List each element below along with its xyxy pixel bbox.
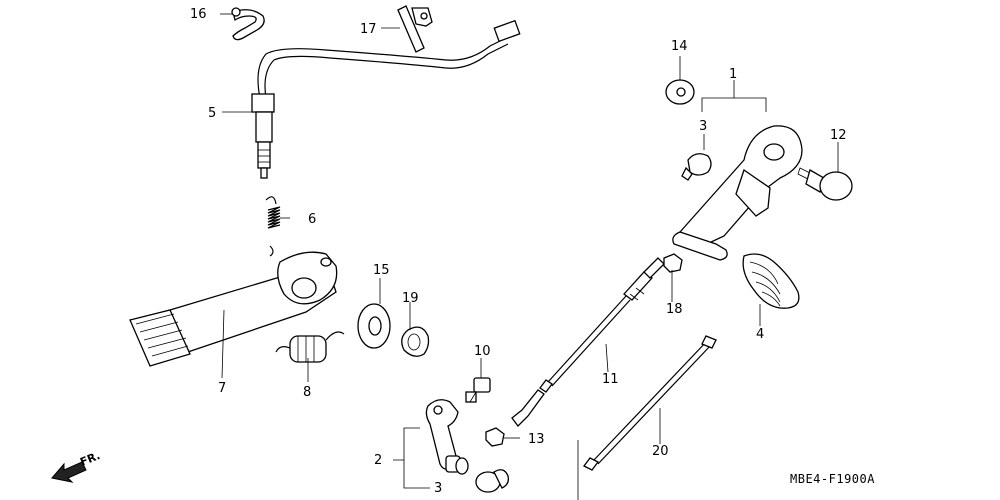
callout-20: 20 bbox=[652, 444, 669, 459]
front-label: FR. bbox=[78, 449, 102, 469]
part-19-circlip bbox=[401, 326, 430, 357]
callout-16: 16 bbox=[190, 7, 207, 22]
callout-10: 10 bbox=[474, 344, 491, 359]
part-3-cap-lower bbox=[475, 469, 510, 493]
part-3-nut-upper bbox=[681, 153, 712, 181]
part-13-nut bbox=[485, 427, 505, 447]
callout-15: 15 bbox=[373, 263, 390, 278]
part-14-washer bbox=[665, 79, 695, 105]
part-20-rod bbox=[583, 335, 717, 471]
callout-17: 17 bbox=[360, 22, 377, 37]
callout-4: 4 bbox=[756, 327, 764, 342]
part-11-rod bbox=[511, 257, 665, 427]
callout-5: 5 bbox=[208, 106, 216, 121]
part-5-switch bbox=[251, 19, 521, 179]
part-4-rubber bbox=[742, 253, 800, 309]
callout-labels: 16 17 5 6 7 8 15 19 10 2 3 13 11 18 20 4… bbox=[190, 7, 847, 496]
part-10-bolt bbox=[465, 377, 491, 403]
part-6-spring bbox=[265, 196, 281, 257]
diagram-code: MBE4-F1900A bbox=[790, 472, 875, 486]
part-18-nut bbox=[663, 253, 683, 273]
front-direction-arrow: FR. bbox=[51, 449, 102, 483]
callout-13: 13 bbox=[528, 432, 545, 447]
part-7-pedal bbox=[129, 251, 338, 367]
part-8-spring bbox=[275, 331, 345, 363]
callout-14: 14 bbox=[671, 39, 688, 54]
callout-3-upper: 3 bbox=[699, 119, 707, 134]
part-12-bolt bbox=[797, 167, 853, 201]
leader-lines bbox=[220, 13, 839, 500]
part-15-washer bbox=[357, 303, 391, 349]
part-17-band bbox=[397, 5, 433, 53]
callout-1: 1 bbox=[729, 67, 737, 82]
callout-7: 7 bbox=[218, 381, 226, 396]
part-16-clip bbox=[231, 7, 265, 41]
callout-18: 18 bbox=[666, 302, 683, 317]
part-2-arm bbox=[425, 399, 469, 475]
callout-3-lower: 3 bbox=[434, 481, 442, 496]
callout-19: 19 bbox=[402, 291, 419, 306]
callout-2: 2 bbox=[374, 453, 382, 468]
callout-6: 6 bbox=[308, 212, 316, 227]
callout-11: 11 bbox=[602, 372, 619, 387]
callout-12: 12 bbox=[830, 128, 847, 143]
part-1-shift-arm bbox=[672, 125, 803, 261]
callout-8: 8 bbox=[303, 385, 311, 400]
